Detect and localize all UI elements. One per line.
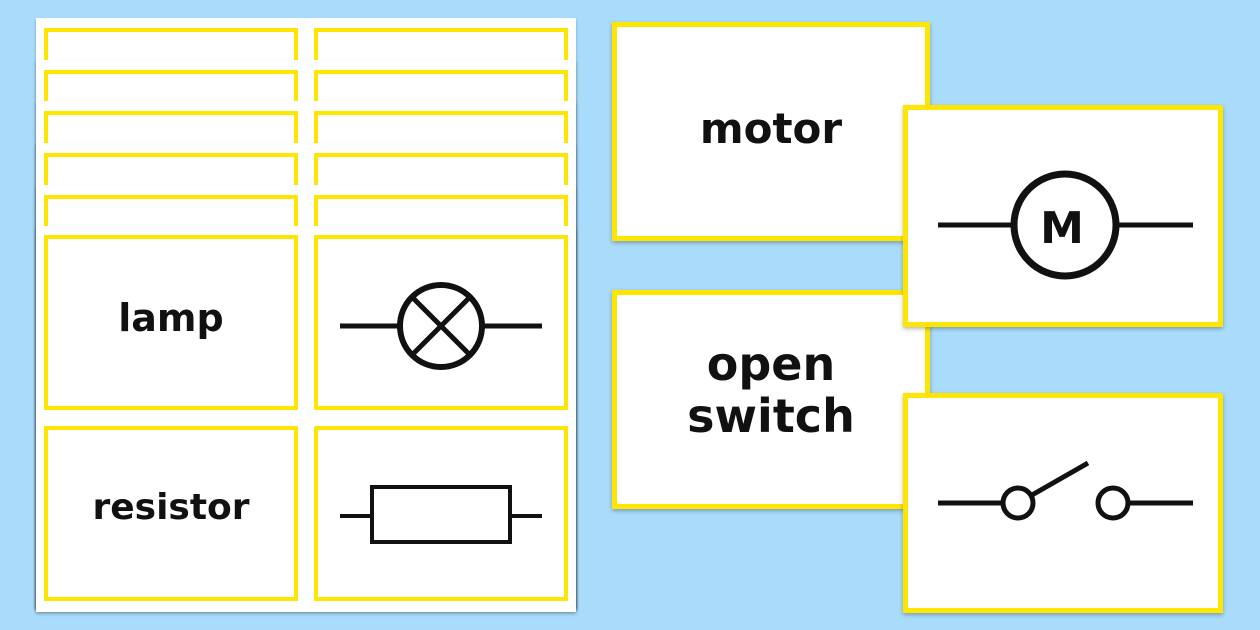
open-switch-word-line-2: switch [687, 388, 855, 443]
resistor-symbol-card [314, 426, 568, 601]
lamp-symbol-icon [340, 282, 542, 370]
motor-word-card: motor [612, 22, 930, 241]
open-switch-symbol-card [903, 393, 1223, 613]
resistor-symbol-icon [340, 485, 542, 544]
open-switch-word: open switch [617, 337, 925, 443]
lamp-word: lamp [118, 296, 224, 340]
open-switch-symbol-icon [938, 460, 1193, 521]
motor-symbol-icon [938, 170, 1193, 280]
motor-word: motor [699, 104, 843, 153]
resistor-word-card: resistor [44, 426, 298, 601]
lamp-word-card: lamp [44, 235, 298, 410]
motor-symbol-card: M [903, 105, 1223, 327]
open-switch-word-card: open switch [612, 290, 930, 509]
card-sheet-front: lamp resistor [36, 226, 576, 612]
lamp-symbol-card [314, 235, 568, 410]
motor-symbol-letter: M [1040, 203, 1084, 254]
open-switch-word-line-1: open [706, 337, 836, 391]
resistor-word: resistor [92, 487, 250, 528]
